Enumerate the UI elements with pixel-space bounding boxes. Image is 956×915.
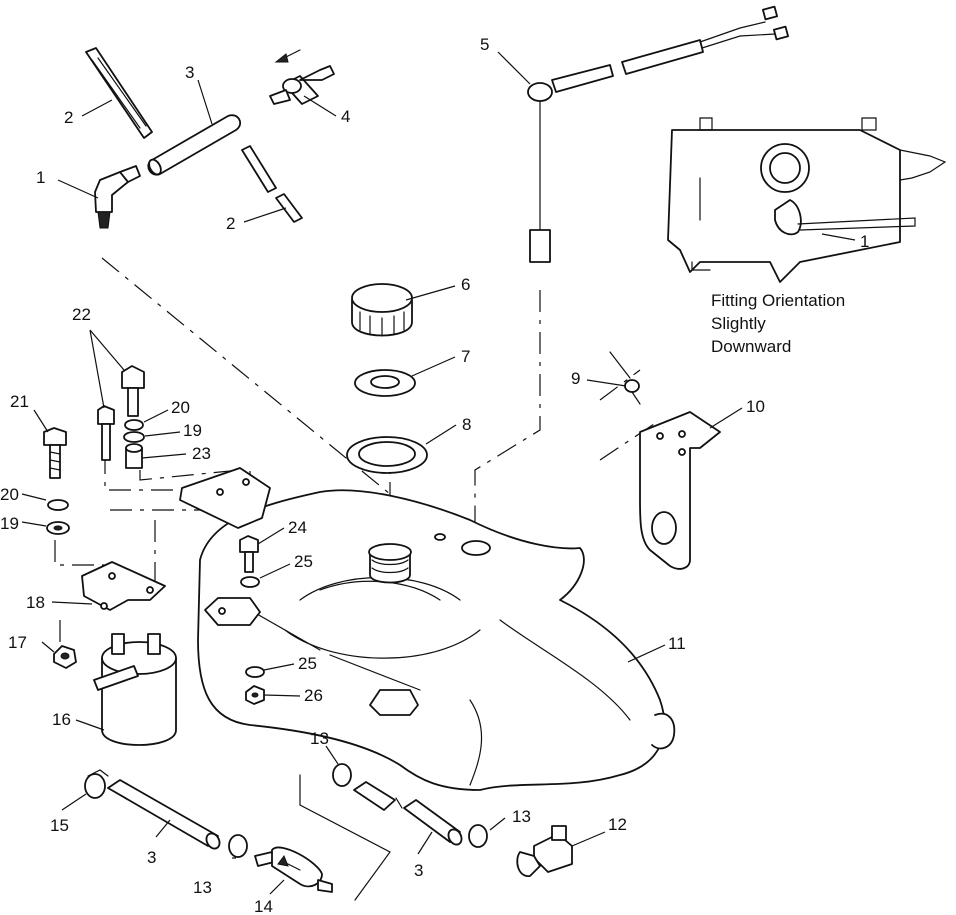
callout-25-lower: 25 — [298, 654, 317, 673]
callout-16: 16 — [52, 710, 71, 729]
callout-7: 7 — [461, 347, 470, 366]
callout-13-upper: 13 — [310, 729, 329, 748]
callout-12: 12 — [608, 815, 627, 834]
inset-tank-view — [667, 117, 947, 283]
callout-9: 9 — [571, 369, 580, 388]
callout-26: 26 — [304, 686, 323, 705]
inset-note-line3: Downward — [711, 337, 791, 356]
cap-gasket — [354, 369, 416, 397]
callout-18: 18 — [26, 593, 45, 612]
callout-19-upper: 19 — [183, 421, 202, 440]
fuel-filter — [93, 633, 177, 746]
callout-19-left: 19 — [0, 514, 19, 533]
callout-8: 8 — [462, 415, 471, 434]
inset-callout-1: 1 — [860, 232, 869, 251]
neck-seal — [346, 436, 428, 474]
vent-grommet — [609, 351, 641, 405]
callout-10: 10 — [746, 397, 765, 416]
filter-mount-plate — [81, 561, 166, 611]
callout-1: 1 — [36, 168, 45, 187]
callout-3-upper: 3 — [185, 63, 194, 82]
tank-hardware — [239, 535, 265, 705]
fuel-hose-upper — [85, 47, 153, 139]
flow-arrow-icon — [274, 53, 289, 63]
mount-hardware — [43, 365, 145, 535]
lower-fuel-line-right — [299, 763, 488, 901]
hex-nut — [53, 645, 77, 669]
elbow-fitting — [94, 165, 141, 229]
callout-13-right: 13 — [512, 807, 531, 826]
shutoff-valve — [269, 49, 335, 105]
inset-note-line2: Slightly — [711, 314, 766, 333]
fuel-elbow-fitting — [516, 825, 573, 877]
fuel-line-upper — [147, 114, 241, 176]
callout-3-lower-right: 3 — [414, 861, 423, 880]
callout-11: 11 — [668, 634, 686, 653]
callout-20-left: 20 — [0, 485, 19, 504]
callout-15: 15 — [50, 816, 69, 835]
callout-24: 24 — [288, 518, 307, 537]
fuel-tank — [197, 489, 676, 791]
callout-17: 17 — [8, 633, 27, 652]
tank-bracket — [179, 467, 271, 529]
callout-20-upper: 20 — [171, 398, 190, 417]
tank-strap-bracket — [639, 411, 721, 570]
callout-14: 14 — [254, 897, 273, 915]
callout-4: 4 — [341, 107, 350, 126]
fuel-cap — [351, 283, 413, 337]
callout-2-upper: 2 — [64, 108, 73, 127]
callout-labels: 1 2 2 3 4 5 6 7 8 9 10 11 12 13 13 13 14… — [0, 35, 869, 915]
lower-fuel-line-left — [84, 769, 248, 858]
callout-5: 5 — [480, 35, 489, 54]
callout-6: 6 — [461, 275, 470, 294]
callout-25-upper: 25 — [294, 552, 313, 571]
callout-3-lower-left: 3 — [147, 848, 156, 867]
inline-fuel-filter — [254, 846, 333, 893]
fuel-hose-lower — [241, 145, 303, 223]
leader-lines — [21, 51, 856, 895]
callout-13-lower: 13 — [193, 878, 212, 897]
inset-note: Fitting Orientation Slightly Downward — [711, 291, 845, 356]
inset-note-line1: Fitting Orientation — [711, 291, 845, 310]
fuel-sender — [527, 5, 789, 263]
callout-21: 21 — [10, 392, 29, 411]
callout-22: 22 — [72, 305, 91, 324]
callout-2-lower: 2 — [226, 214, 235, 233]
callout-23: 23 — [192, 444, 211, 463]
